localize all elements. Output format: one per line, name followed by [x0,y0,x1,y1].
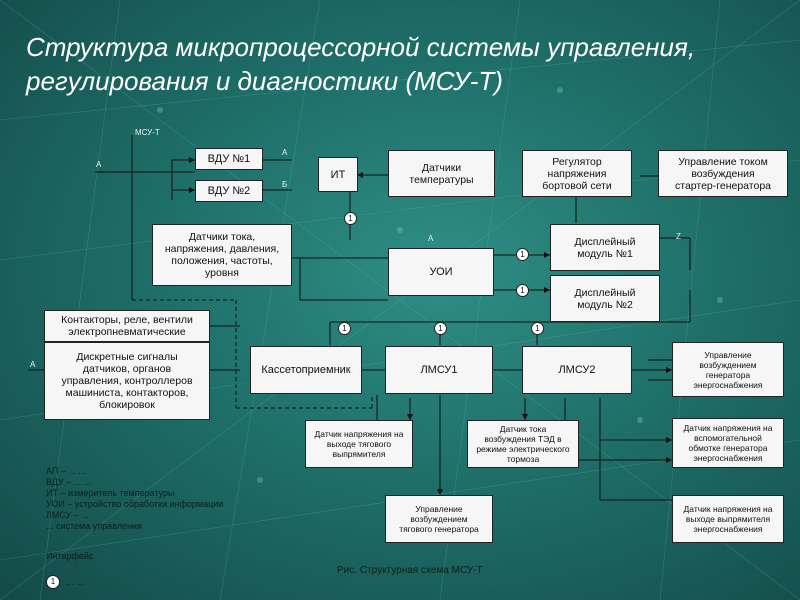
legend: АП – ... ... ВДУ – ... ... ИТ – измерите… [46,455,286,600]
it-block: ИТ [318,157,358,192]
discrete-signals-block: Дискретные сигналы датчиков, органов упр… [44,342,210,420]
power-gen-excitation-block: Управление возбуждением генератора энерг… [672,342,784,397]
interface-badge: 1 [516,248,529,261]
contactors-block: Контакторы, реле, вентили электропневмат… [44,310,210,342]
traction-rectifier-voltage-sensor: Датчик напряжения на выходе тягового вып… [305,420,413,468]
regulator-block: Регулятор напряжения бортовой сети [522,150,632,197]
temp-sensors-block: Датчики температуры [388,150,495,197]
ted-current-sensor: Датчик тока возбуждения ТЭД в режиме эле… [467,420,579,468]
uoi-block: УОИ [388,248,494,296]
cassette-receiver-block: Кассетоприемник [250,346,362,394]
legend-abbreviations: АП – ... ... ВДУ – ... ... ИТ – измерите… [46,466,224,531]
interface-badge: 1 [516,284,529,297]
display2-block: Дисплейный модуль №2 [550,275,660,322]
figure-caption: Рис. Структурная схема МСУ-Т [337,565,483,576]
signal-a-top: А [282,148,288,157]
vdu2-block: ВДУ №2 [195,180,263,202]
interface-badge: 1 [344,212,357,225]
signal-a-discrete: А [30,360,36,369]
signal-a-uoi: А [428,234,434,243]
lmsu1-block: ЛМСУ1 [385,346,493,394]
sensors-block: Датчики тока, напряжения, давления, поло… [152,224,292,286]
signal-a-left: А [96,160,102,169]
msu-bus-label: МСУ-Т [135,128,160,137]
interface-badge: 1 [531,322,544,335]
traction-gen-excitation-block: Управление возбуждением тягового генерат… [385,495,493,543]
display1-block: Дисплейный модуль №1 [550,224,660,271]
signal-z-right: Z [676,232,681,241]
lmsu2-block: ЛМСУ2 [522,346,632,394]
starter-control-block: Управление током возбуждения стартер-ген… [658,150,788,197]
legend-interface-text: ... ... [66,576,84,587]
power-rectifier-voltage-sensor: Датчик напряжения на выходе выпрямителя … [672,495,784,543]
signal-b: Б [282,180,288,189]
interface-badge: 1 [338,322,351,335]
vdu1-block: ВДУ №1 [195,148,263,170]
legend-interface-badge: 1 [46,575,60,589]
legend-interface-label: Интерфейс [46,551,94,561]
legend-interface-row: 1 ... ... [46,575,286,589]
interface-badge: 1 [434,322,447,335]
page-title: Структура микропроцессорной системы упра… [26,32,696,96]
aux-winding-voltage-sensor: Датчик напряжения на вспомогательной обм… [672,418,784,468]
